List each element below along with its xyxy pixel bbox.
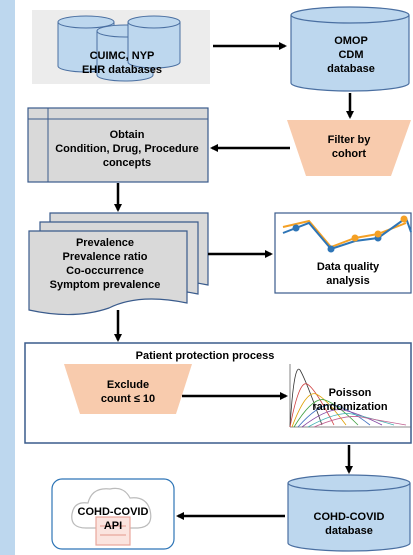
api-label-line1: COHD-COVID [78,506,149,518]
line-chart-icon [282,215,412,253]
protection-title: Patient protection process [136,350,275,362]
omop-database-node: OMOP CDM database [290,6,410,92]
obtain-label-line2: Condition, Drug, Procedure [55,143,199,155]
database-cylinders-icon [57,15,181,82]
exclude-node: Exclude count ≤ 10 [64,364,192,414]
dq-label-line1: Data quality [317,261,380,273]
obtain-concepts-node: Obtain Condition, Drug, Procedure concep… [27,107,209,183]
prevalence-label-line3: Co-occurrence [66,265,144,277]
obtain-label-line3: concepts [103,157,151,169]
filter-label-line1: Filter by [328,134,372,146]
multiple-documents-icon [28,212,209,316]
database-cylinder-icon [287,474,411,552]
obtain-box [27,107,209,183]
api-box [51,478,175,550]
filter-label-line2: cohort [332,148,367,160]
cohd-covid-database-node: COHD-COVID database [287,474,411,552]
filter-by-cohort-node: Filter by cohort [287,120,411,176]
ehr-databases-node: CUIMC, NYP EHR databases [32,10,210,84]
funnel-icon [64,364,192,414]
prevalence-label-line4: Symptom prevalence [50,279,161,291]
funnel-icon [287,120,411,176]
connectors [114,42,354,520]
patient-protection-process: Patient protection process Exclude count… [24,342,412,444]
omop-label-line1: OMOP [334,35,368,47]
server-icon [95,516,131,546]
exclude-label-line1: Exclude [107,379,149,391]
prevalence-label-line2: Prevalence ratio [63,251,148,263]
prevalence-label-line1: Prevalence [76,237,134,249]
poisson-node: Poisson randomization [289,364,411,428]
omop-label-line2: CDM [338,49,363,61]
cohd-covid-api-node: COHD-COVID API [51,478,175,550]
cloud-icon [71,487,152,529]
ehr-label-line2: EHR databases [82,64,162,76]
ehr-label-line1: CUIMC, NYP [90,50,155,62]
exclude-label-line2: count ≤ 10 [101,393,155,405]
poisson-distribution-icon [289,364,411,428]
obtain-label-line1: Obtain [110,129,145,141]
cohd-db-label-line2: database [325,525,373,537]
omop-label-line3: database [327,63,375,75]
poisson-label-line2: randomization [312,401,387,413]
api-label-line2: API [104,520,122,532]
prevalence-node: Prevalence Prevalence ratio Co-occurrenc… [28,212,209,316]
cohd-db-label-line1: COHD-COVID [314,511,385,523]
dq-label-line2: analysis [326,275,369,287]
poisson-label-line1: Poisson [329,387,372,399]
left-strip [0,0,15,555]
data-quality-node: Data quality analysis [274,212,412,294]
database-cylinder-icon [290,6,410,92]
